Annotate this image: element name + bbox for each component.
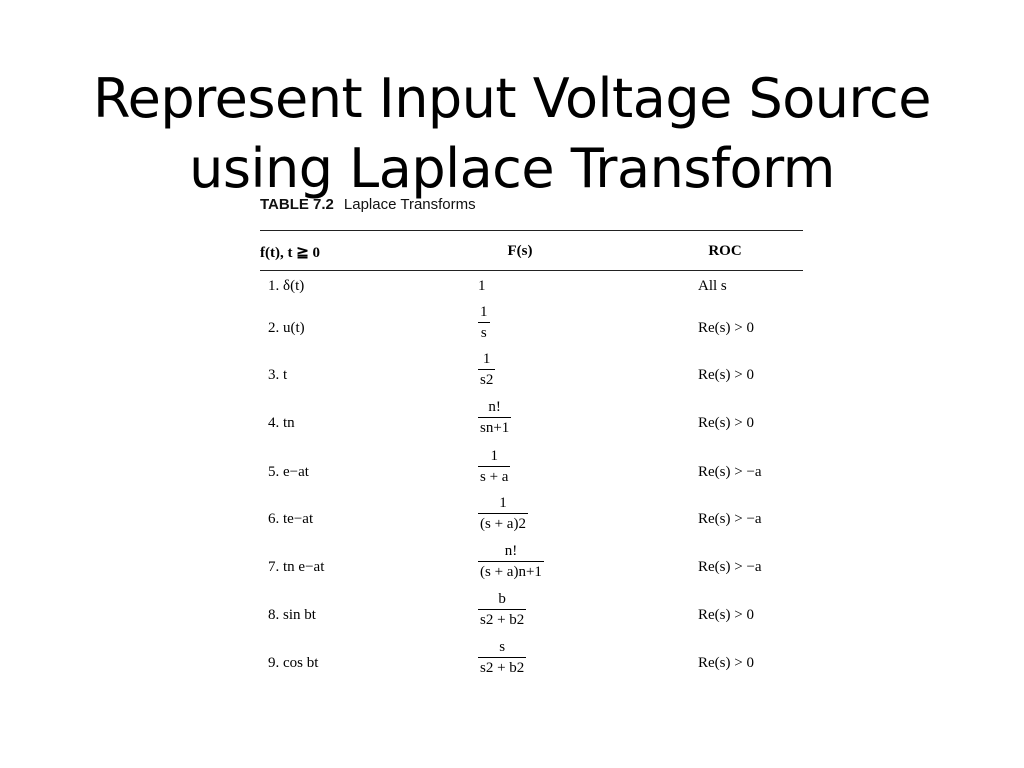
fraction: 1 s + a xyxy=(478,446,511,487)
fraction: b s2 + b2 xyxy=(478,589,527,630)
cell-roc: Re(s) > 0 xyxy=(698,607,754,623)
cell-ft: 5. e−at xyxy=(268,464,309,480)
table-caption-title: Laplace Transforms xyxy=(343,196,476,213)
fraction-numerator: n! xyxy=(478,397,512,418)
cell-fs: 1 s + a xyxy=(478,446,511,487)
table-caption: TABLE 7.2 Laplace Transforms xyxy=(260,196,476,213)
table-row: 7. tn e−at n! (s + a)n+1 Re(s) > −a xyxy=(260,543,803,593)
table-header-rule xyxy=(260,270,803,271)
fraction: 1 (s + a)2 xyxy=(478,493,528,534)
table-row: 1. δ(t) 1 All s xyxy=(260,276,803,324)
fraction-denominator: s xyxy=(480,325,487,341)
fraction-denominator: s2 + b2 xyxy=(480,660,525,676)
fraction: n! sn+1 xyxy=(478,397,512,438)
slide-title-line-1: Represent Input Voltage Source xyxy=(93,67,931,131)
cell-roc: Re(s) > 0 xyxy=(698,367,754,383)
cell-ft: 8. sin bt xyxy=(268,607,316,623)
cell-roc: Re(s) > −a xyxy=(698,559,762,575)
table-row: 4. tn n! sn+1 Re(s) > 0 xyxy=(260,399,803,449)
fraction-numerator: 1 xyxy=(478,446,511,467)
cell-fs: n! sn+1 xyxy=(478,397,512,438)
cell-ft: 9. cos bt xyxy=(268,655,319,671)
cell-ft: 1. δ(t) xyxy=(268,278,305,294)
fraction: n! (s + a)n+1 xyxy=(478,541,544,582)
fraction-denominator: s2 + b2 xyxy=(480,612,525,628)
column-header-roc: ROC xyxy=(708,243,742,259)
table-top-rule xyxy=(260,230,803,231)
cell-roc: All s xyxy=(698,278,727,294)
fraction: s s2 + b2 xyxy=(478,637,527,678)
cell-ft: 4. tn xyxy=(268,415,295,431)
fraction-denominator: (s + a)n+1 xyxy=(480,564,542,580)
cell-ft: 2. u(t) xyxy=(268,320,305,336)
column-header-fs: F(s) xyxy=(507,243,533,259)
table-row: 9. cos bt s s2 + b2 Re(s) > 0 xyxy=(260,639,803,689)
cell-roc: Re(s) > −a xyxy=(698,464,762,480)
fraction-numerator: 1 xyxy=(478,493,528,514)
slide-title: Represent Input Voltage Source using Lap… xyxy=(0,64,1024,204)
fraction-numerator: 1 xyxy=(478,349,496,370)
table-row: 8. sin bt b s2 + b2 Re(s) > 0 xyxy=(260,591,803,641)
cell-fs: b s2 + b2 xyxy=(478,589,527,630)
cell-ft: 3. t xyxy=(268,367,288,383)
cell-fs: s s2 + b2 xyxy=(478,637,527,678)
fraction-denominator: s + a xyxy=(480,469,509,485)
cell-fs: n! (s + a)n+1 xyxy=(478,541,544,582)
fraction-denominator: (s + a)2 xyxy=(480,516,526,532)
cell-roc: Re(s) > 0 xyxy=(698,320,754,336)
fraction-denominator: sn+1 xyxy=(480,420,510,436)
cell-ft: 7. tn e−at xyxy=(268,559,325,575)
fraction-numerator: 1 xyxy=(478,302,490,323)
cell-roc: Re(s) > 0 xyxy=(698,415,754,431)
table-row: 6. te−at 1 (s + a)2 Re(s) > −a xyxy=(260,495,803,545)
cell-ft: 6. te−at xyxy=(268,511,314,527)
table-caption-label: TABLE 7.2 xyxy=(260,196,334,213)
fraction-denominator: s2 xyxy=(480,372,494,388)
cell-fs: 1 xyxy=(478,278,486,294)
cell-fs: 1 (s + a)2 xyxy=(478,493,528,534)
table-row: 5. e−at 1 s + a Re(s) > −a xyxy=(260,448,803,498)
slide-title-line-2: using Laplace Transform xyxy=(189,137,835,201)
fraction-numerator: n! xyxy=(478,541,544,562)
cell-roc: Re(s) > −a xyxy=(698,511,762,527)
fraction-numerator: s xyxy=(478,637,527,658)
column-header-ft: f(t), t ≧ 0 xyxy=(260,245,321,261)
fraction-numerator: b xyxy=(478,589,527,610)
cell-roc: Re(s) > 0 xyxy=(698,655,754,671)
